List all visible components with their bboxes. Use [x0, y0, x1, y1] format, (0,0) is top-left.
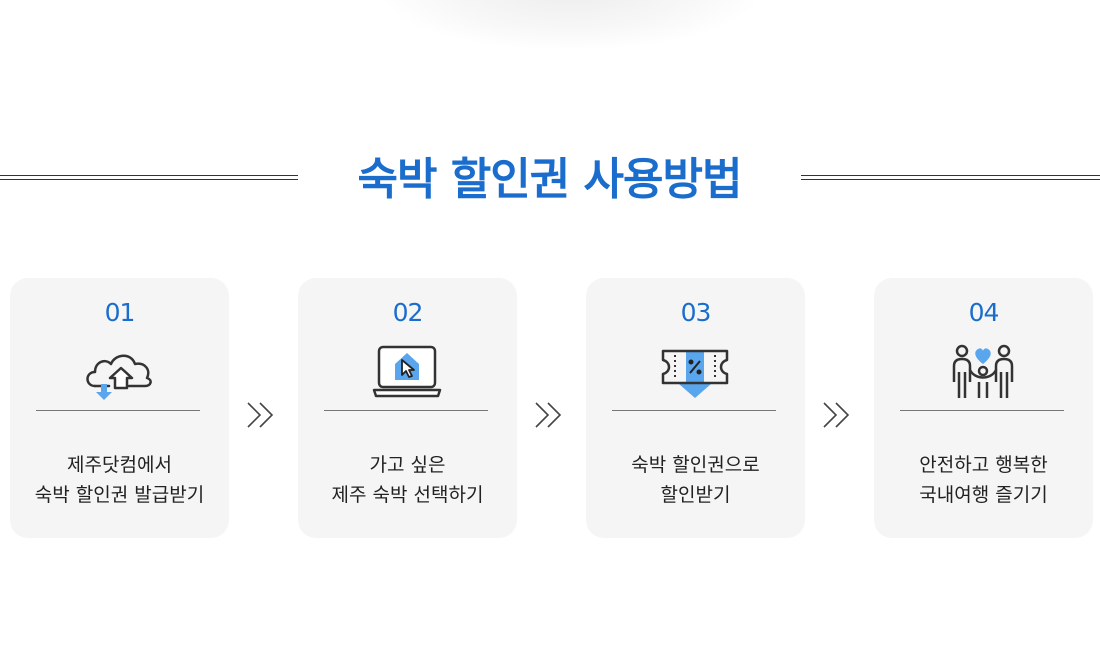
- step-description-line1: 숙박 할인권으로: [631, 454, 760, 476]
- double-chevron-right-icon: [247, 402, 274, 428]
- family-heart-icon: [952, 344, 1014, 398]
- step-description: 숙박 할인권으로 할인받기: [586, 450, 805, 510]
- step-description-line1: 가고 싶은: [369, 454, 446, 476]
- section-title: 숙박 할인권 사용방법: [357, 154, 743, 205]
- step-divider: [900, 410, 1064, 411]
- step-card-3: 03 숙박 할인권으로 할인받기: [586, 278, 805, 538]
- title-line-left: [0, 175, 298, 180]
- double-chevron-right-icon: [535, 402, 562, 428]
- step-description-line2: 국내여행 즐기기: [919, 484, 1048, 506]
- step-description-line2: 할인받기: [660, 484, 731, 506]
- step-divider: [324, 410, 488, 411]
- title-line-right: [801, 175, 1100, 180]
- step-divider: [612, 410, 776, 411]
- step-divider: [36, 410, 200, 411]
- step-number: 04: [968, 298, 1000, 327]
- step-card-2: 02 가고 싶은 제주 숙박 선택하기: [298, 278, 517, 538]
- laptop-house-cursor-icon: [372, 345, 442, 398]
- step-description: 제주닷컴에서 숙박 할인권 발급받기: [10, 450, 229, 510]
- step-description-line2: 숙박 할인권 발급받기: [34, 484, 205, 506]
- step-card-4: 04 안전하고 행복한 국내여행 즐기기: [874, 278, 1093, 538]
- step-description-line1: 제주닷컴에서: [67, 454, 172, 476]
- step-number: 01: [104, 298, 136, 327]
- step-card-1: 01 제주닷컴에서 숙박 할인권 발급받기: [10, 278, 229, 538]
- step-description-line2: 제주 숙박 선택하기: [331, 484, 484, 506]
- discount-ticket-icon: [661, 349, 729, 398]
- double-chevron-right-icon: [823, 402, 850, 428]
- step-description-line1: 안전하고 행복한: [919, 454, 1048, 476]
- step-number: 02: [392, 298, 424, 327]
- step-number: 03: [680, 298, 712, 327]
- top-shadow-decoration: [380, 0, 760, 50]
- step-description: 가고 싶은 제주 숙박 선택하기: [298, 450, 517, 510]
- cloud-upload-download-icon: [86, 354, 152, 400]
- step-description: 안전하고 행복한 국내여행 즐기기: [874, 450, 1093, 510]
- title-row: 숙박 할인권 사용방법: [0, 150, 1100, 210]
